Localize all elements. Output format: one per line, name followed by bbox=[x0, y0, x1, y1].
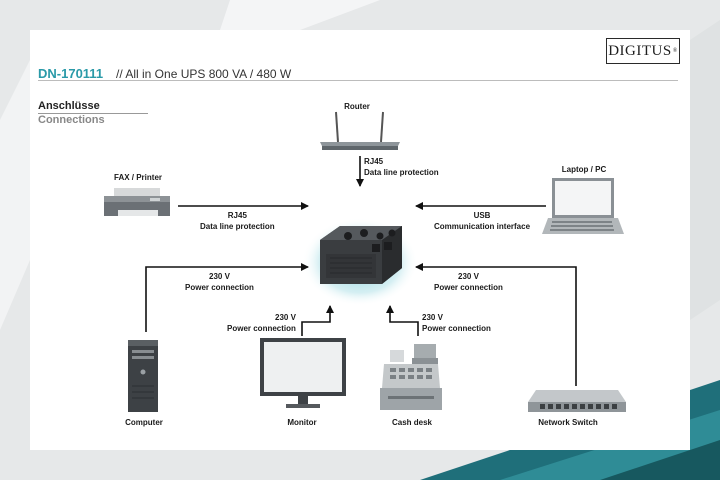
label-cash-desk: Cash desk bbox=[391, 418, 433, 427]
conn-computer-label: 230 V Power connection bbox=[185, 271, 254, 293]
product-title: // All in One UPS 800 VA / 480 W bbox=[116, 67, 292, 81]
printer-icon bbox=[104, 188, 170, 216]
conn-fax-type: RJ45 bbox=[227, 211, 247, 220]
conn-cashdesk-type: 230 V bbox=[422, 313, 443, 322]
cash-register-icon bbox=[380, 344, 442, 410]
arrow-monitor-to-ups bbox=[301, 305, 334, 336]
conn-router-label: RJ45 Data line protection bbox=[364, 156, 439, 178]
monitor-icon bbox=[260, 338, 346, 408]
computer-tower-icon bbox=[128, 340, 158, 412]
conn-switch-label: 230 V Power connection bbox=[434, 271, 503, 293]
conn-router-desc: Data line protection bbox=[364, 168, 439, 177]
conn-monitor-type: 230 V bbox=[275, 313, 296, 322]
conn-monitor-label: 230 V Power connection bbox=[227, 312, 296, 334]
label-network-switch: Network Switch bbox=[538, 418, 598, 427]
conn-cashdesk-label: 230 V Power connection bbox=[422, 312, 491, 334]
conn-laptop-label: USB Communication interface bbox=[434, 210, 530, 232]
label-monitor: Monitor bbox=[287, 418, 317, 427]
conn-computer-desc: Power connection bbox=[185, 283, 254, 292]
conn-laptop-type: USB bbox=[473, 211, 491, 220]
ups-device-icon bbox=[302, 218, 418, 306]
conn-switch-type: 230 V bbox=[458, 272, 479, 281]
digitus-logo: DIGITUS® bbox=[606, 38, 680, 64]
laptop-icon bbox=[542, 178, 624, 234]
conn-laptop-desc: Communication interface bbox=[434, 222, 531, 231]
label-fax-printer: FAX / Printer bbox=[113, 173, 163, 182]
conn-monitor-desc: Power connection bbox=[227, 324, 296, 333]
label-router: Router bbox=[344, 102, 370, 111]
label-laptop-pc: Laptop / PC bbox=[561, 165, 607, 174]
network-switch-icon bbox=[528, 390, 626, 412]
product-id: DN-170111 bbox=[38, 66, 104, 81]
section-divider bbox=[38, 113, 148, 114]
header-divider bbox=[38, 80, 678, 81]
logo-registered-mark: ® bbox=[672, 48, 678, 54]
conn-computer-type: 230 V bbox=[209, 272, 230, 281]
logo-text: DIGITUS bbox=[608, 42, 672, 59]
arrow-cashdesk-to-ups bbox=[386, 305, 419, 336]
conn-cashdesk-desc: Power connection bbox=[422, 324, 491, 333]
arrow-computer-to-ups bbox=[145, 263, 309, 332]
arrow-switch-to-ups bbox=[415, 263, 577, 386]
conn-fax-desc: Data line protection bbox=[200, 222, 275, 231]
label-computer: Computer bbox=[125, 418, 163, 427]
conn-switch-desc: Power connection bbox=[434, 283, 503, 292]
conn-router-type: RJ45 bbox=[364, 157, 384, 166]
router-icon bbox=[320, 111, 400, 150]
section-title-de: Anschlüsse bbox=[38, 100, 100, 112]
conn-fax-label: RJ45 Data line protection bbox=[200, 210, 275, 232]
section-title-en: Connections bbox=[38, 114, 105, 126]
